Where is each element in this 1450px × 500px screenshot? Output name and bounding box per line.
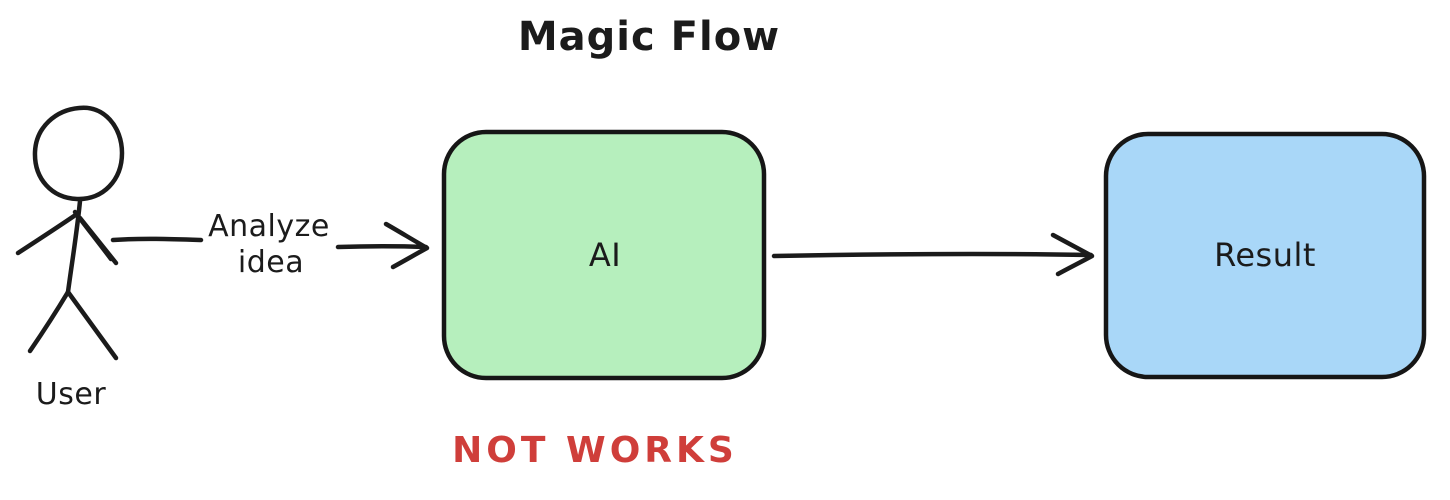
ai-node: AI <box>441 129 767 381</box>
arrowhead <box>383 221 430 270</box>
analyze-idea-label-line1: Analyze <box>208 209 330 244</box>
ai-to-result-arrow <box>771 232 1095 277</box>
stick-figure-right-arm-double <box>77 215 119 266</box>
stick-figure-left-leg <box>27 289 71 354</box>
result-node-label: Result <box>1214 236 1316 274</box>
stick-figure-body <box>65 198 83 295</box>
stick-figure-left-arm <box>15 211 80 256</box>
ai-node-label: AI <box>589 236 621 274</box>
analyze-idea-label-line2: idea <box>238 245 304 280</box>
user-stick-figure <box>15 105 125 361</box>
stick-figure-head <box>32 105 125 202</box>
analyze-idea-arrow <box>110 221 430 270</box>
not-works-annotation: NOT WORKS <box>452 430 738 471</box>
result-node-box <box>1103 131 1427 380</box>
arrowhead <box>1050 232 1095 277</box>
result-node: Result <box>1103 131 1427 380</box>
arrow-segment-left <box>110 236 204 243</box>
user-label: User <box>36 377 107 412</box>
stick-figure-right-leg <box>65 289 119 361</box>
arrow-segment-right <box>335 244 429 250</box>
ai-node-box <box>441 129 767 381</box>
diagram-title: Magic Flow <box>518 14 780 60</box>
arrow-shaft <box>771 251 1094 259</box>
